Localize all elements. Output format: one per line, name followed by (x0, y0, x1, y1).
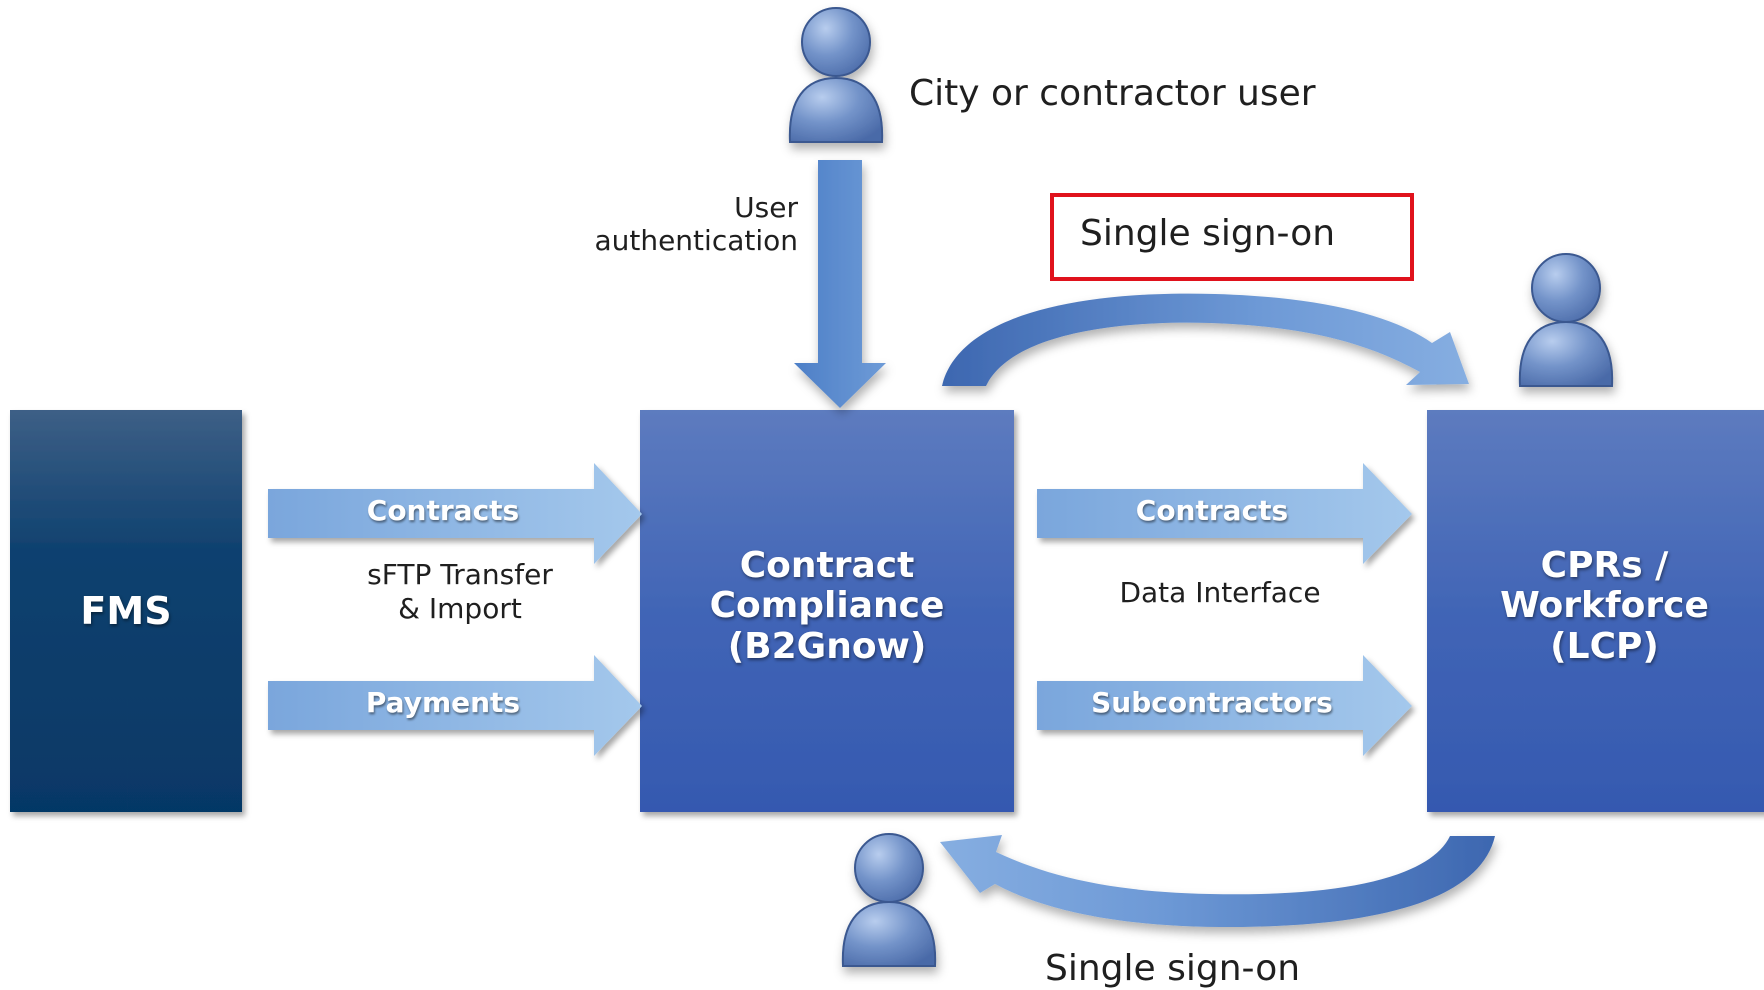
left-method-line1: sFTP Transfer (367, 558, 553, 591)
left-payments-arrow (268, 655, 642, 756)
left-method-line2: & Import (398, 592, 522, 625)
sso-top-curve-arrow (942, 293, 1469, 386)
right-contracts-label: Contracts (1135, 494, 1289, 527)
right-contracts-arrow (1037, 463, 1412, 564)
fms-box (10, 410, 242, 812)
sso-bottom-curve-arrow (940, 835, 1495, 928)
user-authentication-label: User authentication (560, 191, 798, 257)
top-user-icon (788, 7, 884, 143)
cprs-line2: Workforce (1500, 585, 1709, 627)
user-authentication-line1: User (734, 191, 798, 224)
sso-bottom-label: Single sign-on (1045, 948, 1301, 989)
top-user-label: City or contractor user (909, 73, 1316, 114)
contract-compliance-box (640, 410, 1014, 812)
cprs-box (1427, 410, 1764, 812)
compliance-user-icon (841, 833, 937, 967)
contract-compliance-label: Contract Compliance (B2Gnow) (640, 545, 1014, 667)
user-authentication-line2: authentication (594, 224, 798, 257)
cprs-line3: (LCP) (1550, 625, 1659, 667)
right-subcontractors-arrow (1037, 655, 1412, 756)
left-contracts-label: Contracts (366, 494, 520, 527)
cprs-user-icon (1518, 253, 1614, 387)
contract-compliance-line1: Contract (739, 545, 915, 586)
sso-highlight-frame (1050, 193, 1414, 281)
sso-top-label: Single sign-on (1080, 213, 1336, 254)
fms-label: FMS (80, 589, 172, 633)
contract-compliance-line2: Compliance (709, 585, 945, 627)
right-subcontractors-label: Subcontractors (1091, 686, 1333, 719)
left-payments-label: Payments (365, 686, 521, 719)
right-method-label: Data Interface (1119, 576, 1321, 609)
left-contracts-arrow (268, 463, 642, 564)
authentication-arrow (794, 160, 886, 408)
cprs-label: CPRs / Workforce (LCP) (1427, 545, 1764, 667)
left-method-label: sFTP Transfer & Import (320, 558, 600, 626)
contract-compliance-line3: (B2Gnow) (727, 625, 927, 667)
cprs-line1: CPRs / (1540, 545, 1669, 586)
